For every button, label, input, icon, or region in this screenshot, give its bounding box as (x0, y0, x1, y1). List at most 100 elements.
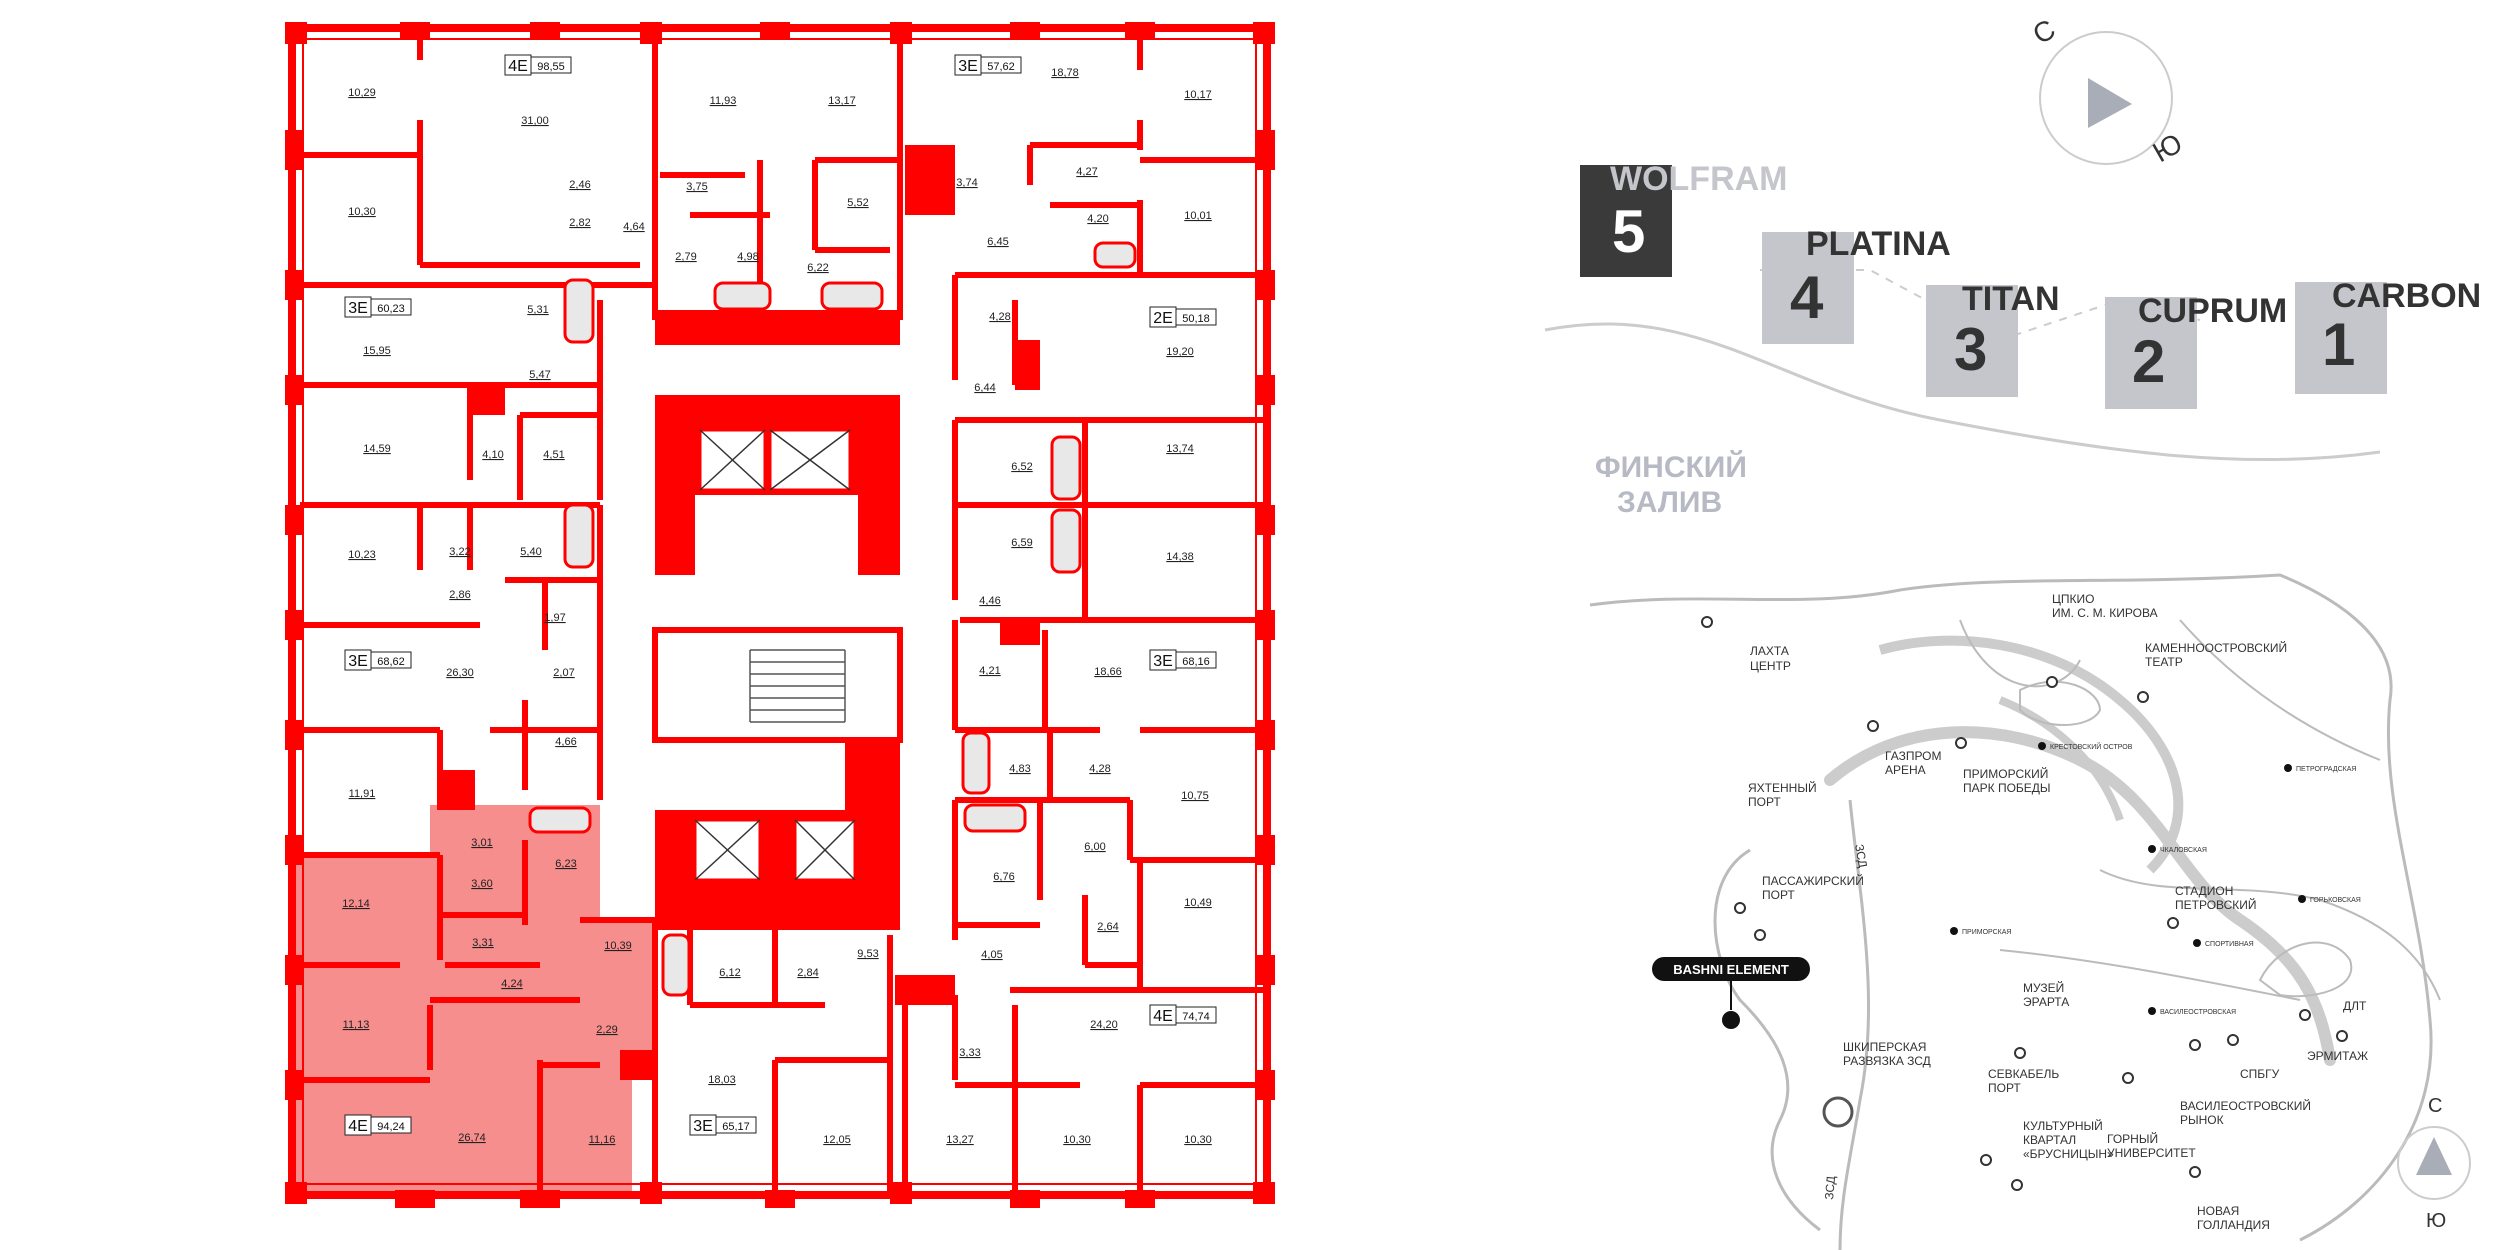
building-titan[interactable]: 3 TITAN (1926, 280, 2060, 397)
city-map (1589, 573, 2441, 1250)
room-area-label: 6,00 (1084, 841, 1105, 853)
map-place-label: МУЗЕЙ (2023, 980, 2064, 995)
room-area-label: 4,64 (623, 221, 644, 233)
apartment-type: 4E (348, 1118, 368, 1135)
shoreline (1544, 322, 2381, 462)
room-area-label: 10,30 (348, 206, 376, 218)
svg-text:ЗАЛИВ: ЗАЛИВ (1617, 486, 1722, 519)
building-carbon[interactable]: 1 CARBON (2295, 277, 2481, 394)
metro-icon (2193, 939, 2201, 947)
map-marker (2046, 676, 2058, 688)
building-number: 1 (2322, 311, 2355, 378)
floor-plan: 10,2931,0011,9313,1718,7810,1710,302,462… (285, 22, 1275, 1208)
room-area-label: 1,97 (544, 612, 565, 624)
map-place-label: РЫНОК (2180, 1113, 2224, 1127)
room-area-label: 2,29 (596, 1024, 617, 1036)
map-place-label: ПЕТРОВСКИЙ (2175, 897, 2257, 912)
room-area-label: 10,39 (604, 940, 632, 952)
map-place-label: УНИВЕРСИТЕТ (2107, 1146, 2196, 1160)
apartment-type: 3E (348, 653, 368, 670)
map-place-label: КАМЕННООСТРОВСКИЙ (2145, 640, 2287, 655)
road-labels: ЗСД ЗСД (1822, 843, 1870, 1200)
room-area-label: 18,03 (708, 1074, 736, 1086)
map-marker (2189, 1039, 2201, 1051)
apartment-label[interactable]: 4E 98,55 (504, 54, 572, 76)
map-marker (1980, 1154, 1992, 1166)
room-area-label: 26,30 (446, 667, 474, 679)
room-area-label: 10,17 (1184, 89, 1212, 101)
map-place-label: ЯХТЕННЫЙ (1748, 780, 1817, 795)
apartment-area: 68,16 (1182, 656, 1210, 668)
metro-station-label: ГОРЬКОВСКАЯ (2310, 897, 2361, 904)
room-area-label: 12,05 (823, 1134, 851, 1146)
compass-bottom: С Ю (2397, 1095, 2471, 1232)
metro-icon (1950, 927, 1958, 935)
room-area-label: 2,86 (449, 589, 470, 601)
room-area-label: 3,31 (472, 937, 493, 949)
room-area-label: 5,47 (529, 369, 550, 381)
room-area-label: 14,38 (1166, 551, 1194, 563)
map-place-label: АРЕНА (1885, 763, 1926, 777)
map-place-label: «БРУСНИЦЫН» (2023, 1147, 2114, 1161)
room-area-label: 4,51 (543, 449, 564, 461)
svg-text:ФИНСКИЙ: ФИНСКИЙ (1595, 450, 1747, 484)
room-area-label: 13,74 (1166, 443, 1194, 455)
metro-icon (2284, 764, 2292, 772)
metro-icon (2148, 1007, 2156, 1015)
room-area-label: 3,33 (959, 1047, 980, 1059)
room-area-label: 10,49 (1184, 897, 1212, 909)
room-area-label: 2,46 (569, 179, 590, 191)
metro-station-label: ПЕТРОГРАДСКАЯ (2296, 766, 2356, 773)
room-area-label: 3,01 (471, 837, 492, 849)
room-area-label: 6,22 (807, 262, 828, 274)
building-number: 2 (2132, 328, 2165, 395)
apartment-type: 3E (958, 58, 978, 75)
building-wolfram[interactable]: 5 WOLFRAM (1580, 160, 1788, 277)
metro-icon (2038, 742, 2046, 750)
map-place-label: ИМ. С. М. КИРОВА (2052, 606, 2158, 620)
room-area-label: 5,31 (527, 304, 548, 316)
building-cuprum[interactable]: 2 CUPRUM (2105, 292, 2287, 409)
room-area-label: 6,12 (719, 967, 740, 979)
room-area-label: 11,91 (349, 788, 376, 800)
svg-text:С: С (2428, 1095, 2442, 1117)
project-badge[interactable]: BASHNI ELEMENT (1652, 957, 1810, 1029)
map-place-label: ТЕАТР (2145, 655, 2183, 669)
building-number: 5 (1612, 198, 1645, 265)
map-place-label: ГОРНЫЙ (2107, 1131, 2158, 1146)
room-area-label: 4,98 (737, 251, 758, 263)
room-area-label: 9,53 (857, 948, 878, 960)
apartment-area: 98,55 (537, 61, 565, 73)
room-area-label: 18,66 (1094, 666, 1122, 678)
room-area-label: 4,24 (501, 978, 522, 990)
room-area-label: 4,83 (1009, 763, 1030, 775)
map-place-label: СТАДИОН (2175, 884, 2233, 898)
compass-top: С Ю (2028, 13, 2188, 168)
apartment-type: 4E (508, 58, 528, 75)
map-marker (2137, 691, 2149, 703)
building-platina[interactable]: 4 PLATINA (1762, 225, 1951, 344)
map-place-label: СПБГУ (2240, 1067, 2280, 1081)
room-area-label: 4,10 (482, 449, 503, 461)
map-place-label: ПРИМОРСКИЙ (1963, 766, 2048, 781)
map-marker (1754, 929, 1766, 941)
room-area-label: 10,01 (1184, 210, 1212, 222)
room-area-label: 2,64 (1097, 921, 1118, 933)
map-place-label: ВАСИЛЕОСТРОВСКИЙ (2180, 1098, 2311, 1113)
bathroom-fixtures (528, 241, 1137, 997)
room-area-label: 2,07 (553, 667, 574, 679)
room-area-label: 12,14 (342, 898, 370, 910)
room-area-label: 6,76 (993, 871, 1014, 883)
compass-top-north: С (2028, 13, 2061, 50)
map-place-label: ПОРТ (1748, 795, 1781, 809)
room-area-label: 6,59 (1011, 537, 1032, 549)
